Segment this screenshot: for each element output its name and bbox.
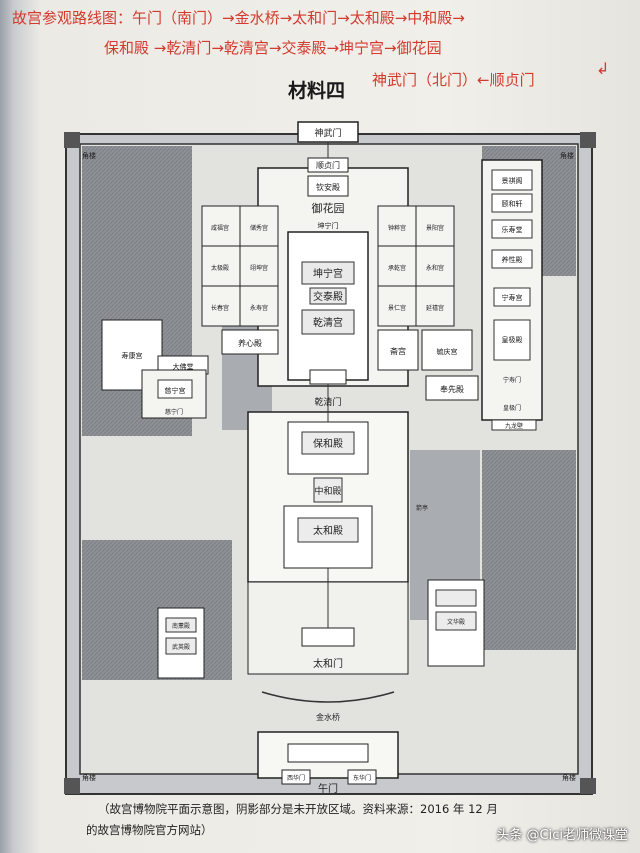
wumen-gate bbox=[287, 743, 369, 763]
label-xianfugong: 咸福宫 bbox=[211, 224, 229, 232]
label-yuhuayuan: 御花园 bbox=[312, 201, 345, 215]
label-shunzhenmen: 顺贞门 bbox=[316, 160, 340, 170]
label-jiulongbi: 九龙壁 bbox=[505, 422, 523, 430]
yangxingdian-hall bbox=[491, 249, 533, 269]
label-fengxiandian: 奉先殿 bbox=[440, 384, 464, 394]
label-yihexuan: 颐和轩 bbox=[502, 199, 523, 208]
label-jingqige: 景祺阁 bbox=[502, 176, 523, 185]
label-qinandian: 钦安殿 bbox=[316, 182, 340, 192]
label-changchungong: 长春宫 bbox=[211, 304, 229, 312]
jiaotaidian-hall bbox=[309, 287, 347, 305]
label-jianting: 箭亭 bbox=[416, 504, 428, 512]
route-note-line-1: 故宫参观路线图：午门（南门）→金水桥→太和门→太和殿→中和殿→ bbox=[12, 9, 465, 27]
label-cininggong: 慈宁宫 bbox=[165, 386, 186, 395]
caption-line-2: 的故宫博物院官方网站） bbox=[86, 823, 213, 837]
label-chuxiugong: 储秀宫 bbox=[250, 224, 268, 232]
label-huangjidian: 皇极殿 bbox=[502, 335, 523, 344]
zhaigong-hall bbox=[377, 329, 419, 371]
huangjidian-hall bbox=[493, 319, 531, 361]
jiulongbi-wall bbox=[491, 419, 537, 431]
label-wumen: 午门 bbox=[318, 782, 338, 795]
label-yikungong: 翊坤宫 bbox=[250, 264, 268, 272]
taihedian-hall bbox=[297, 517, 359, 543]
label-yongshougong: 永寿宫 bbox=[250, 304, 268, 312]
label-taihemen: 太和门 bbox=[313, 657, 343, 670]
label-yanxigong: 延禧宫 bbox=[426, 304, 444, 312]
label-wenhuadian: 文华殿 bbox=[447, 618, 465, 626]
palace-map: 角楼 角楼 角楼 角楼 神武门 顺贞门 钦安殿 御花园 坤宁门 坤宁宫 交泰殿 … bbox=[62, 120, 598, 798]
taihemen-gate bbox=[301, 627, 355, 647]
yangxindian-hall bbox=[221, 329, 279, 355]
label-huangjimen: 皇极门 bbox=[503, 404, 521, 412]
label-yuqinggong: 毓庆宫 bbox=[437, 347, 458, 356]
corner-tower-nw bbox=[64, 132, 80, 148]
qianqingmen-gate bbox=[309, 369, 347, 385]
west-six-palaces bbox=[201, 205, 279, 327]
qianqinggong-hall bbox=[301, 309, 355, 335]
yuqinggong-hall bbox=[421, 329, 473, 371]
label-jiaolou-nw: 角楼 bbox=[82, 151, 96, 160]
label-leshoutang: 乐寿堂 bbox=[502, 225, 523, 234]
label-yangxingdian: 养性殿 bbox=[502, 255, 523, 264]
donghuamen-gate bbox=[347, 769, 377, 785]
label-jinshuiqiao: 金水桥 bbox=[316, 712, 340, 722]
jingqige-hall bbox=[491, 169, 533, 191]
yihexuan-hall bbox=[491, 193, 533, 213]
corner-tower-ne bbox=[580, 132, 596, 148]
figure-caption: （故宫博物院平面示意图，阴影部分是未开放区域。资料来源：2016 年 12 月 … bbox=[86, 799, 618, 841]
label-kunningmen: 坤宁门 bbox=[318, 221, 339, 230]
palace-map-svg: 角楼 角楼 角楼 角楼 神武门 顺贞门 钦安殿 御花园 坤宁门 坤宁宫 交泰殿 … bbox=[64, 121, 596, 795]
label-yonghegong: 永和宫 bbox=[426, 264, 444, 272]
material-title: 材料四 bbox=[288, 80, 346, 102]
label-zhaigong: 斋宫 bbox=[390, 346, 406, 356]
ningshougong-hall bbox=[493, 287, 531, 307]
label-nanxundian: 南薰殿 bbox=[172, 622, 190, 630]
label-taihedian: 太和殿 bbox=[313, 524, 343, 537]
label-jingyanggong: 景阳宫 bbox=[426, 224, 444, 232]
leshoutang-hall bbox=[491, 219, 533, 239]
label-shoukanggong: 寿康宫 bbox=[122, 351, 143, 360]
label-jingrengong: 景仁宫 bbox=[388, 304, 406, 312]
label-cining-gate: 慈宁门 bbox=[165, 408, 183, 416]
zhonghedian-hall bbox=[313, 477, 343, 503]
route-return-arrow-icon: ↲ bbox=[596, 59, 610, 78]
kunninggong-hall bbox=[301, 261, 355, 285]
label-taijidian: 太极殿 bbox=[211, 264, 229, 272]
label-zhonghedian: 中和殿 bbox=[314, 485, 341, 497]
corner-tower-sw bbox=[64, 778, 80, 794]
closed-area-southwest bbox=[82, 540, 232, 680]
cininggong-hall bbox=[157, 379, 193, 399]
route-note-line-2: 保和殿 →乾清门→乾清宫→交泰殿→坤宁宫→御花园 bbox=[104, 39, 442, 57]
corner-tower-se bbox=[580, 778, 596, 794]
central-palaces-block bbox=[287, 231, 369, 381]
xihuamen-gate bbox=[281, 769, 311, 785]
label-jiaotaidian: 交泰殿 bbox=[313, 290, 343, 303]
label-kunninggong: 坤宁宫 bbox=[313, 267, 343, 280]
label-zhongcuigong: 钟粹宫 bbox=[388, 224, 406, 232]
label-dafotang: 大佛堂 bbox=[173, 362, 194, 371]
qinandian-hall bbox=[307, 175, 349, 197]
label-jiaolou-ne: 角楼 bbox=[560, 151, 574, 160]
baohedian-hall bbox=[301, 431, 355, 455]
label-donghuamen: 东华门 bbox=[353, 774, 371, 782]
caption-line-1: （故宫博物院平面示意图，阴影部分是未开放区域。资料来源：2016 年 12 月 bbox=[98, 802, 498, 816]
closed-area-east bbox=[482, 450, 576, 650]
label-jiaolou-se: 角楼 bbox=[562, 773, 576, 782]
label-qianqinggong: 乾清宫 bbox=[313, 316, 343, 329]
label-yangxindian: 养心殿 bbox=[238, 338, 262, 348]
route-note-line-3: 神武门（北门）←顺贞门 bbox=[372, 71, 535, 89]
fengxiandian-hall bbox=[425, 375, 479, 401]
jinshui-river bbox=[261, 691, 395, 703]
label-baohedian: 保和殿 bbox=[313, 437, 343, 450]
label-xihuamen: 西华门 bbox=[287, 774, 305, 782]
label-chengqiangong: 承乾宫 bbox=[388, 264, 406, 272]
label-ningshougong: 宁寿宫 bbox=[502, 293, 523, 302]
label-wuyingdian: 武英殿 bbox=[172, 643, 190, 651]
label-jiaolou-sw: 角楼 bbox=[82, 773, 96, 782]
label-shenwumen: 神武门 bbox=[314, 127, 341, 139]
east-six-palaces bbox=[377, 205, 455, 327]
watermark: 头条 @Cici老师微课堂 bbox=[496, 828, 628, 843]
label-ningshoumen: 宁寿门 bbox=[503, 376, 521, 384]
